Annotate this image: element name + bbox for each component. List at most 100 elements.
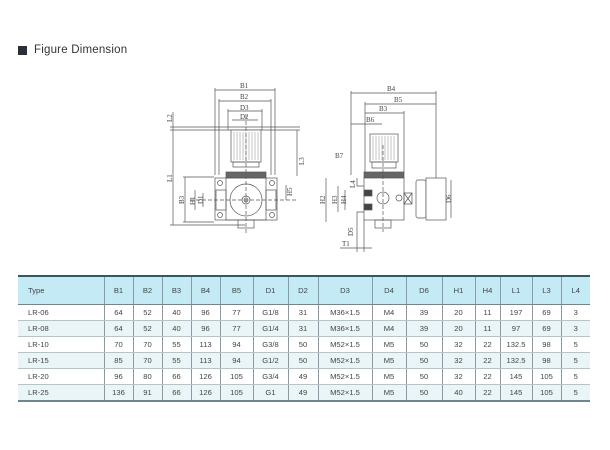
cell: 20 bbox=[441, 320, 476, 337]
cell: 77 bbox=[219, 320, 254, 337]
cell: 69 bbox=[531, 304, 562, 321]
cell: 64 bbox=[103, 304, 134, 321]
cell: 22 bbox=[474, 336, 501, 353]
cell: 11 bbox=[474, 304, 501, 321]
cell: M36×1.5 bbox=[317, 304, 373, 321]
cell: 22 bbox=[474, 352, 501, 369]
cell: 145 bbox=[499, 368, 533, 385]
cell: 49 bbox=[287, 368, 319, 385]
col-header-d4: D4 bbox=[371, 275, 407, 305]
cell: M5 bbox=[371, 368, 407, 385]
section-title: Figure Dimension bbox=[18, 44, 127, 56]
cell: M36×1.5 bbox=[317, 320, 373, 337]
cell: LR-15 bbox=[18, 352, 105, 369]
cell: 113 bbox=[190, 352, 221, 369]
cell: 66 bbox=[161, 384, 192, 402]
table-row: LR-15 85 70 55 113 94 G1/2 50 M52×1.5 M5… bbox=[18, 352, 590, 369]
cell: 105 bbox=[531, 368, 562, 385]
col-header-l4: L4 bbox=[560, 275, 590, 305]
dimension-drawing: B1 B2 D3 D2 L2 L1 L3 B3 H1 D1 H5 B4 B5 B… bbox=[166, 82, 453, 252]
cell: 94 bbox=[219, 352, 254, 369]
cell: 5 bbox=[560, 384, 590, 402]
label-d3: D3 bbox=[240, 104, 249, 112]
label-l4: L4 bbox=[349, 180, 357, 188]
cell: M4 bbox=[371, 304, 407, 321]
cell: 69 bbox=[531, 320, 562, 337]
cell: M52×1.5 bbox=[317, 368, 373, 385]
label-h3: H3 bbox=[331, 195, 339, 204]
cell: 50 bbox=[405, 384, 443, 402]
cell: 91 bbox=[132, 384, 163, 402]
cell: 32 bbox=[441, 352, 476, 369]
label-d5: D5 bbox=[347, 227, 355, 236]
cell: 98 bbox=[531, 352, 562, 369]
label-d2: D2 bbox=[240, 113, 249, 121]
cell: 31 bbox=[287, 304, 319, 321]
table-row: LR-08 64 52 40 96 77 G1/4 31 M36×1.5 M4 … bbox=[18, 320, 590, 337]
col-header-d3: D3 bbox=[317, 275, 373, 305]
cell: 52 bbox=[132, 320, 163, 337]
cell: 3 bbox=[560, 320, 590, 337]
cell: 126 bbox=[190, 368, 221, 385]
cell: 145 bbox=[499, 384, 533, 402]
cell: G1/4 bbox=[252, 320, 289, 337]
cell: 52 bbox=[132, 304, 163, 321]
cell: M5 bbox=[371, 352, 407, 369]
cell: 105 bbox=[531, 384, 562, 402]
col-header-b1: B1 bbox=[103, 275, 134, 305]
cell: LR-06 bbox=[18, 304, 105, 321]
cell: 5 bbox=[560, 368, 590, 385]
label-d1: D1 bbox=[197, 195, 205, 204]
cell: G1/8 bbox=[252, 304, 289, 321]
label-t1: T1 bbox=[342, 240, 350, 248]
cell: 96 bbox=[103, 368, 134, 385]
cell: G1/2 bbox=[252, 352, 289, 369]
cell: M52×1.5 bbox=[317, 352, 373, 369]
cell: 5 bbox=[560, 336, 590, 353]
cell: 22 bbox=[474, 384, 501, 402]
dimension-table: Type B1 B2 B3 B4 B5 D1 D2 D3 D4 D6 H1 H4… bbox=[18, 275, 590, 402]
col-header-d1: D1 bbox=[252, 275, 289, 305]
col-header-h4: H4 bbox=[474, 275, 501, 305]
label-h5: H5 bbox=[286, 187, 294, 196]
col-header-b2: B2 bbox=[132, 275, 163, 305]
col-header-b3: B3 bbox=[161, 275, 192, 305]
label-b6: B6 bbox=[366, 116, 375, 124]
label-b3: B3 bbox=[178, 195, 186, 204]
col-header-l3: L3 bbox=[531, 275, 562, 305]
cell: 49 bbox=[287, 384, 319, 402]
cell: 132.5 bbox=[499, 352, 533, 369]
label-h4: H4 bbox=[340, 195, 348, 204]
cell: 64 bbox=[103, 320, 134, 337]
front-view bbox=[170, 88, 300, 235]
cell: 96 bbox=[190, 320, 221, 337]
cell: 105 bbox=[219, 368, 254, 385]
cell: 55 bbox=[161, 336, 192, 353]
cell: 31 bbox=[287, 320, 319, 337]
cell: 50 bbox=[405, 336, 443, 353]
cell: 70 bbox=[132, 352, 163, 369]
cell: 11 bbox=[474, 320, 501, 337]
col-header-d6: D6 bbox=[405, 275, 443, 305]
cell: 5 bbox=[560, 352, 590, 369]
cell: 50 bbox=[405, 352, 443, 369]
cell: 50 bbox=[405, 368, 443, 385]
section-title-text: Figure Dimension bbox=[34, 44, 128, 56]
col-header-b4: B4 bbox=[190, 275, 221, 305]
cell: 40 bbox=[441, 384, 476, 402]
cell: 126 bbox=[190, 384, 221, 402]
cell: 22 bbox=[474, 368, 501, 385]
cell: 80 bbox=[132, 368, 163, 385]
cell: LR-25 bbox=[18, 384, 105, 402]
cell: M5 bbox=[371, 336, 407, 353]
cell: 40 bbox=[161, 320, 192, 337]
side-view bbox=[325, 91, 452, 252]
table-row: LR-06 64 52 40 96 77 G1/8 31 M36×1.5 M4 … bbox=[18, 304, 590, 321]
col-header-b5: B5 bbox=[219, 275, 254, 305]
table-row: LR-10 70 70 55 113 94 G3/8 50 M52×1.5 M5… bbox=[18, 336, 590, 353]
cell: LR-10 bbox=[18, 336, 105, 353]
label-h1: H1 bbox=[189, 196, 197, 205]
cell: 3 bbox=[560, 304, 590, 321]
label-l1: L1 bbox=[166, 174, 174, 182]
cell: G1 bbox=[252, 384, 289, 402]
